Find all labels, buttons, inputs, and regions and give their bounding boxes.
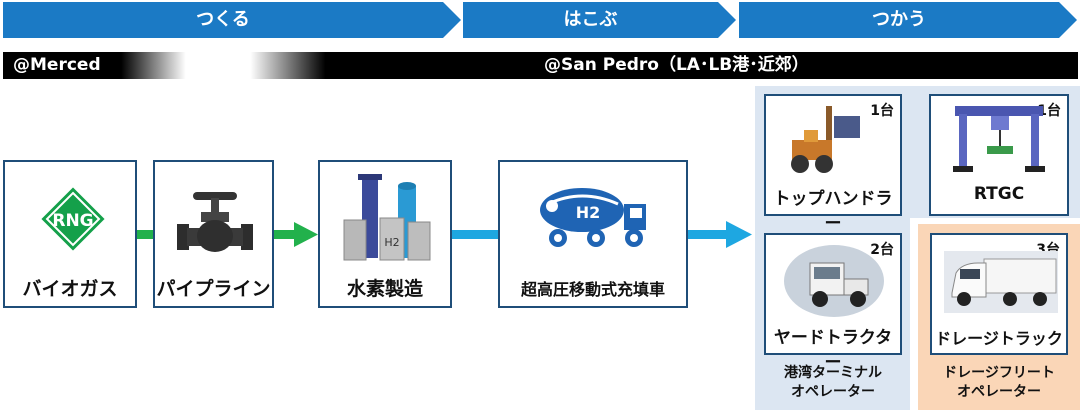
yard-tractor-photo	[784, 245, 884, 317]
phase-tsukuru-banner: つくる	[3, 2, 461, 38]
process-label: バイオガス	[22, 278, 118, 300]
location-bar: @Merced @San Pedro（LA･LB港･近郊）	[3, 52, 1078, 79]
rtgc-crane-icon	[953, 106, 1045, 172]
process-label: 超高圧移動式充填車	[520, 280, 665, 299]
vehicle-drayage-truck-box: 3台 ドレージトラック	[930, 233, 1068, 355]
green-arrow-head	[294, 222, 318, 247]
drayage-fleet-operator-label: ドレージフリート オペレーター	[920, 364, 1078, 402]
phase-tsukau-banner: つかう	[739, 2, 1077, 38]
valve-icon	[177, 192, 253, 252]
vehicle-label: トップハンドラー	[773, 189, 893, 234]
process-biogas-box: RNG バイオガス	[3, 160, 137, 308]
top-handler-icon	[791, 106, 860, 173]
hydrogen-plant-icon: H2	[343, 174, 431, 261]
phase-hakobu-banner: はこぶ	[463, 2, 736, 38]
rng-logo: RNG	[38, 184, 108, 254]
process-hydrogen-production-box: H2 水素製造	[318, 160, 452, 308]
location-merced: @Merced	[13, 55, 101, 75]
h2-tanker-truck-icon: H2	[540, 188, 646, 247]
vehicle-label: ヤードトラクター	[773, 328, 893, 373]
rng-logo-text: RNG	[52, 211, 93, 231]
process-pipeline-box: パイプライン	[153, 160, 274, 308]
arrow-connector	[452, 230, 498, 239]
location-san-pedro: @San Pedro（LA･LB港･近郊）	[544, 55, 809, 75]
operator-line: 港湾ターミナル	[784, 365, 882, 381]
vehicle-label: RTGC	[973, 184, 1025, 204]
arrow-connector	[137, 230, 153, 239]
vehicle-yard-tractor-box: 2台 ヤードトラクター	[764, 233, 902, 373]
vehicle-rtgc-box: 1台 RTGC	[929, 94, 1069, 216]
tanker-h2-text: H2	[576, 203, 601, 222]
vehicle-top-handler-box: 1台 トップハンドラー	[764, 94, 902, 234]
operator-line: ドレージフリート	[943, 365, 1055, 381]
process-label: パイプライン	[156, 278, 271, 300]
drayage-truck-photo	[944, 251, 1058, 313]
phase-label: はこぶ	[563, 9, 618, 30]
port-terminal-operator-label: 港湾ターミナル オペレーター	[758, 364, 908, 402]
vehicle-count: 1台	[870, 103, 894, 119]
arrow-connector	[688, 230, 728, 239]
process-refueler-box: H2 超高圧移動式充填車	[498, 160, 688, 308]
phase-label: つかう	[872, 9, 926, 30]
phase-label: つくる	[196, 9, 250, 30]
arrow-connector	[272, 230, 294, 239]
vehicle-count: 1台	[1037, 103, 1061, 119]
tank-h2-text: H2	[384, 236, 399, 249]
operator-line: オペレーター	[957, 384, 1041, 400]
operator-line: オペレーター	[791, 384, 875, 400]
vehicle-count: 2台	[870, 242, 894, 258]
cyan-arrow-head	[726, 221, 752, 248]
vehicle-label: ドレージトラック	[935, 329, 1063, 348]
process-label: 水素製造	[346, 278, 423, 300]
